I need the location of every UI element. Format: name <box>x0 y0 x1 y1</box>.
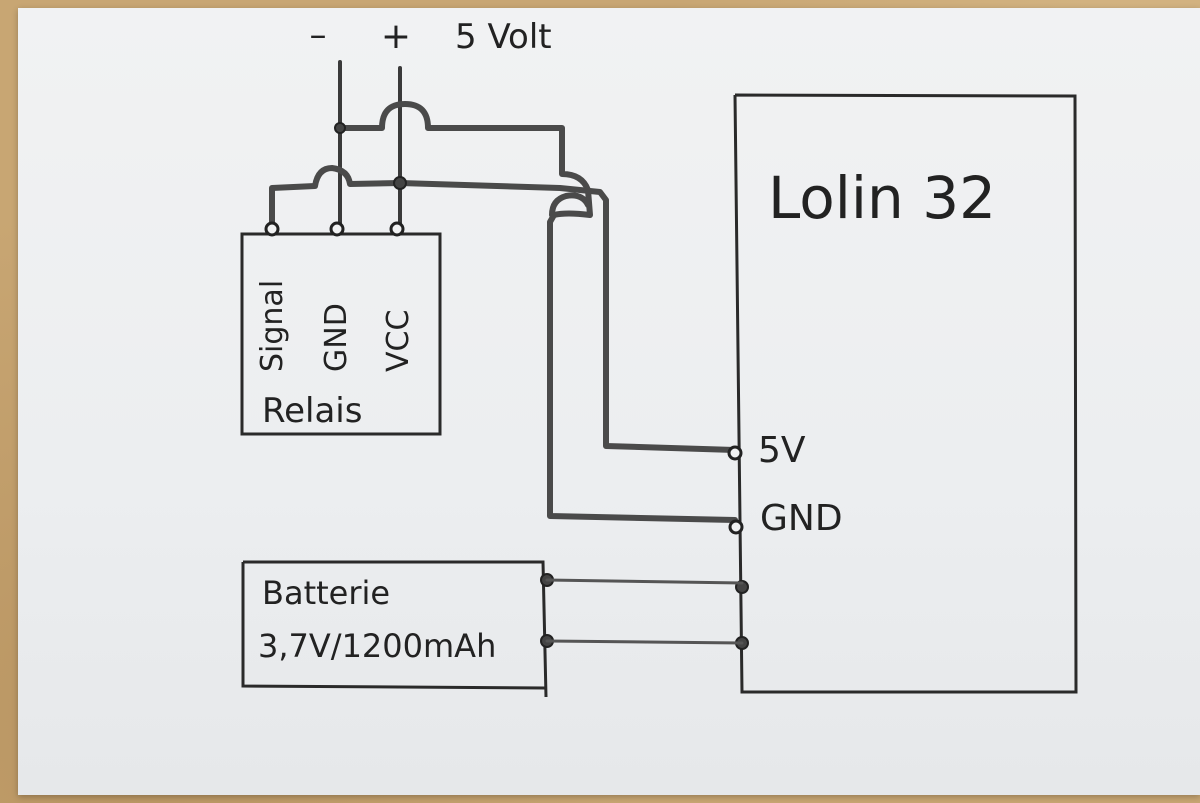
junction-dot <box>393 176 407 190</box>
battery-minus-wire <box>545 639 744 645</box>
supply-voltage-label: 5 Volt <box>455 17 552 57</box>
relay-vcc-label: VCC <box>381 310 416 372</box>
supply-minus-label: – <box>310 15 327 55</box>
relay-pin-gnd <box>329 221 345 237</box>
junction-dot <box>334 122 346 134</box>
board-gnd-label: GND <box>760 498 843 539</box>
battery-plus-wire <box>545 578 744 585</box>
board-box <box>733 93 1078 694</box>
battery-spec-label: 3,7V/1200mAh <box>258 627 496 665</box>
relay-pin-vcc <box>389 221 405 237</box>
gnd-bus-wire <box>337 101 738 523</box>
board-5v-label: 5V <box>758 430 806 471</box>
board-name-label: Lolin 32 <box>768 164 996 232</box>
relay-pin-signal <box>264 221 280 237</box>
supply-plus-label: + <box>381 16 411 57</box>
relay-name-label: Relais <box>262 391 362 431</box>
battery-name-label: Batterie <box>262 574 390 612</box>
battery-box <box>241 560 548 698</box>
board-pin-gnd <box>728 519 744 535</box>
vcc-bus-wire <box>269 165 738 453</box>
relay-gnd-label: GND <box>319 303 354 372</box>
board-pin-5v <box>727 445 743 461</box>
relay-signal-label: Signal <box>255 280 290 372</box>
gnd-hop-wire <box>549 192 591 218</box>
